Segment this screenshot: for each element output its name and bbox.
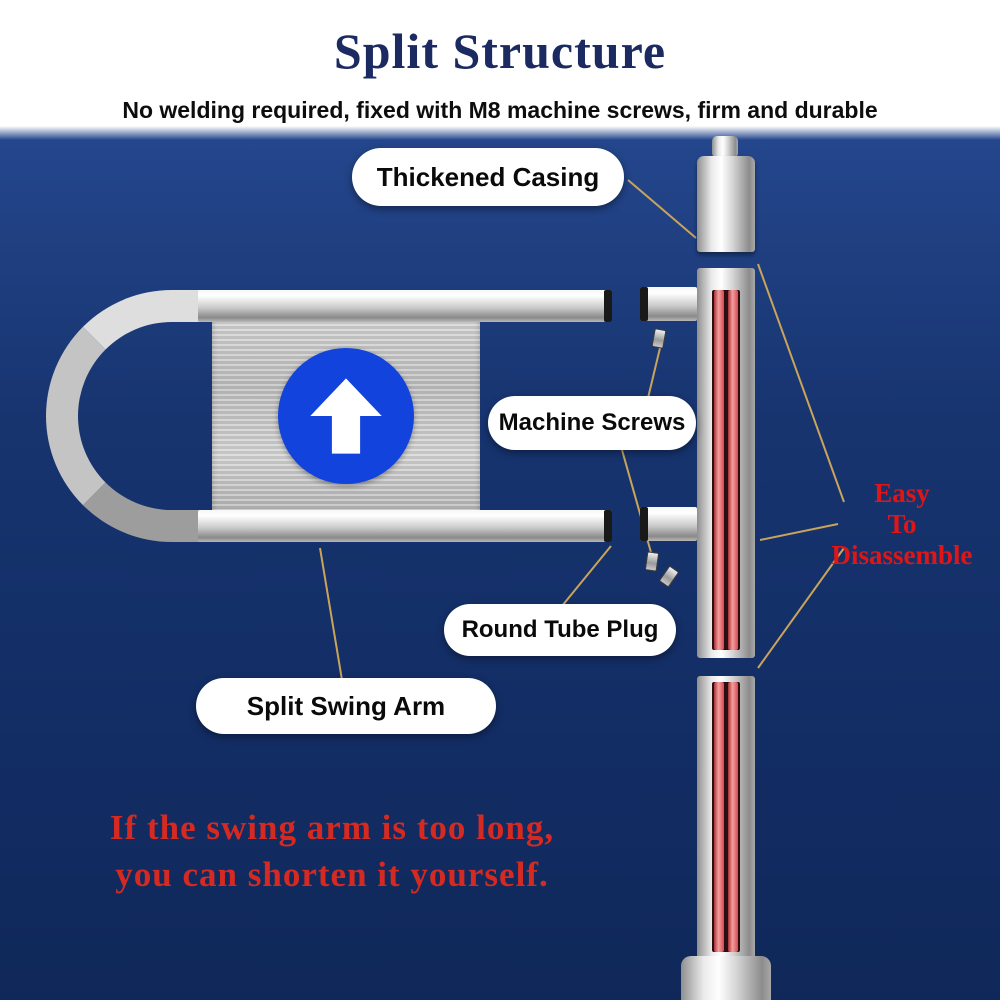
thickened-casing-section [697, 156, 755, 252]
leader-line-disassemble-top [757, 263, 845, 503]
inner-rods-upper [712, 290, 740, 650]
post-stub-tube-bottom [640, 507, 697, 541]
callout-thickened-casing: Thickened Casing [352, 148, 624, 206]
post-base-flange [681, 956, 771, 1000]
stub-plug-bottom [640, 507, 648, 541]
subtitle: No welding required, fixed with M8 machi… [122, 97, 878, 123]
callout-label: Thickened Casing [376, 161, 600, 192]
red-rod [714, 682, 724, 952]
easy-to-disassemble-note: Easy To Disassemble [808, 478, 996, 571]
arrow-sign [278, 348, 414, 484]
red-rod [728, 290, 738, 650]
callout-split-swing-arm: Split Swing Arm [196, 678, 496, 734]
inner-rods-lower [712, 682, 740, 952]
machine-screw-icon [651, 328, 667, 349]
post-top-knob [712, 136, 738, 158]
red-rod [714, 290, 724, 650]
easy-line: Disassemble [831, 540, 973, 570]
note-line: you can shorten it yourself. [115, 855, 549, 894]
up-arrow-icon [310, 378, 382, 454]
red-rod [728, 682, 738, 952]
callout-machine-screws: Machine Screws [488, 396, 696, 450]
stub-plug-top [640, 287, 648, 321]
callout-label: Round Tube Plug [461, 616, 659, 643]
swing-arm-u-bend [46, 290, 226, 542]
page-title: Split Structure [333, 23, 667, 79]
leader-line-machine-screws-top [647, 347, 661, 399]
easy-line: Easy [874, 478, 930, 508]
machine-screw-icon [658, 565, 680, 588]
swing-arm-top-tube [198, 290, 612, 322]
shorten-note: If the swing arm is too long, you can sh… [62, 804, 602, 898]
machine-screw-icon [644, 551, 660, 572]
leader-line-thickened-casing [627, 179, 697, 239]
leader-line-split-swing-arm [319, 547, 343, 681]
round-tube-plug-top [604, 290, 612, 322]
swing-arm-bottom-tube [198, 510, 612, 542]
round-tube-plug-bottom [604, 510, 612, 542]
post-stub-tube-top [640, 287, 697, 321]
callout-round-tube-plug: Round Tube Plug [444, 604, 676, 656]
leader-line-round-tube-plug [561, 545, 612, 607]
easy-line: To [887, 509, 917, 539]
callout-label: Machine Screws [498, 409, 686, 436]
callout-label: Split Swing Arm [246, 690, 446, 721]
note-line: If the swing arm is too long, [109, 808, 555, 847]
